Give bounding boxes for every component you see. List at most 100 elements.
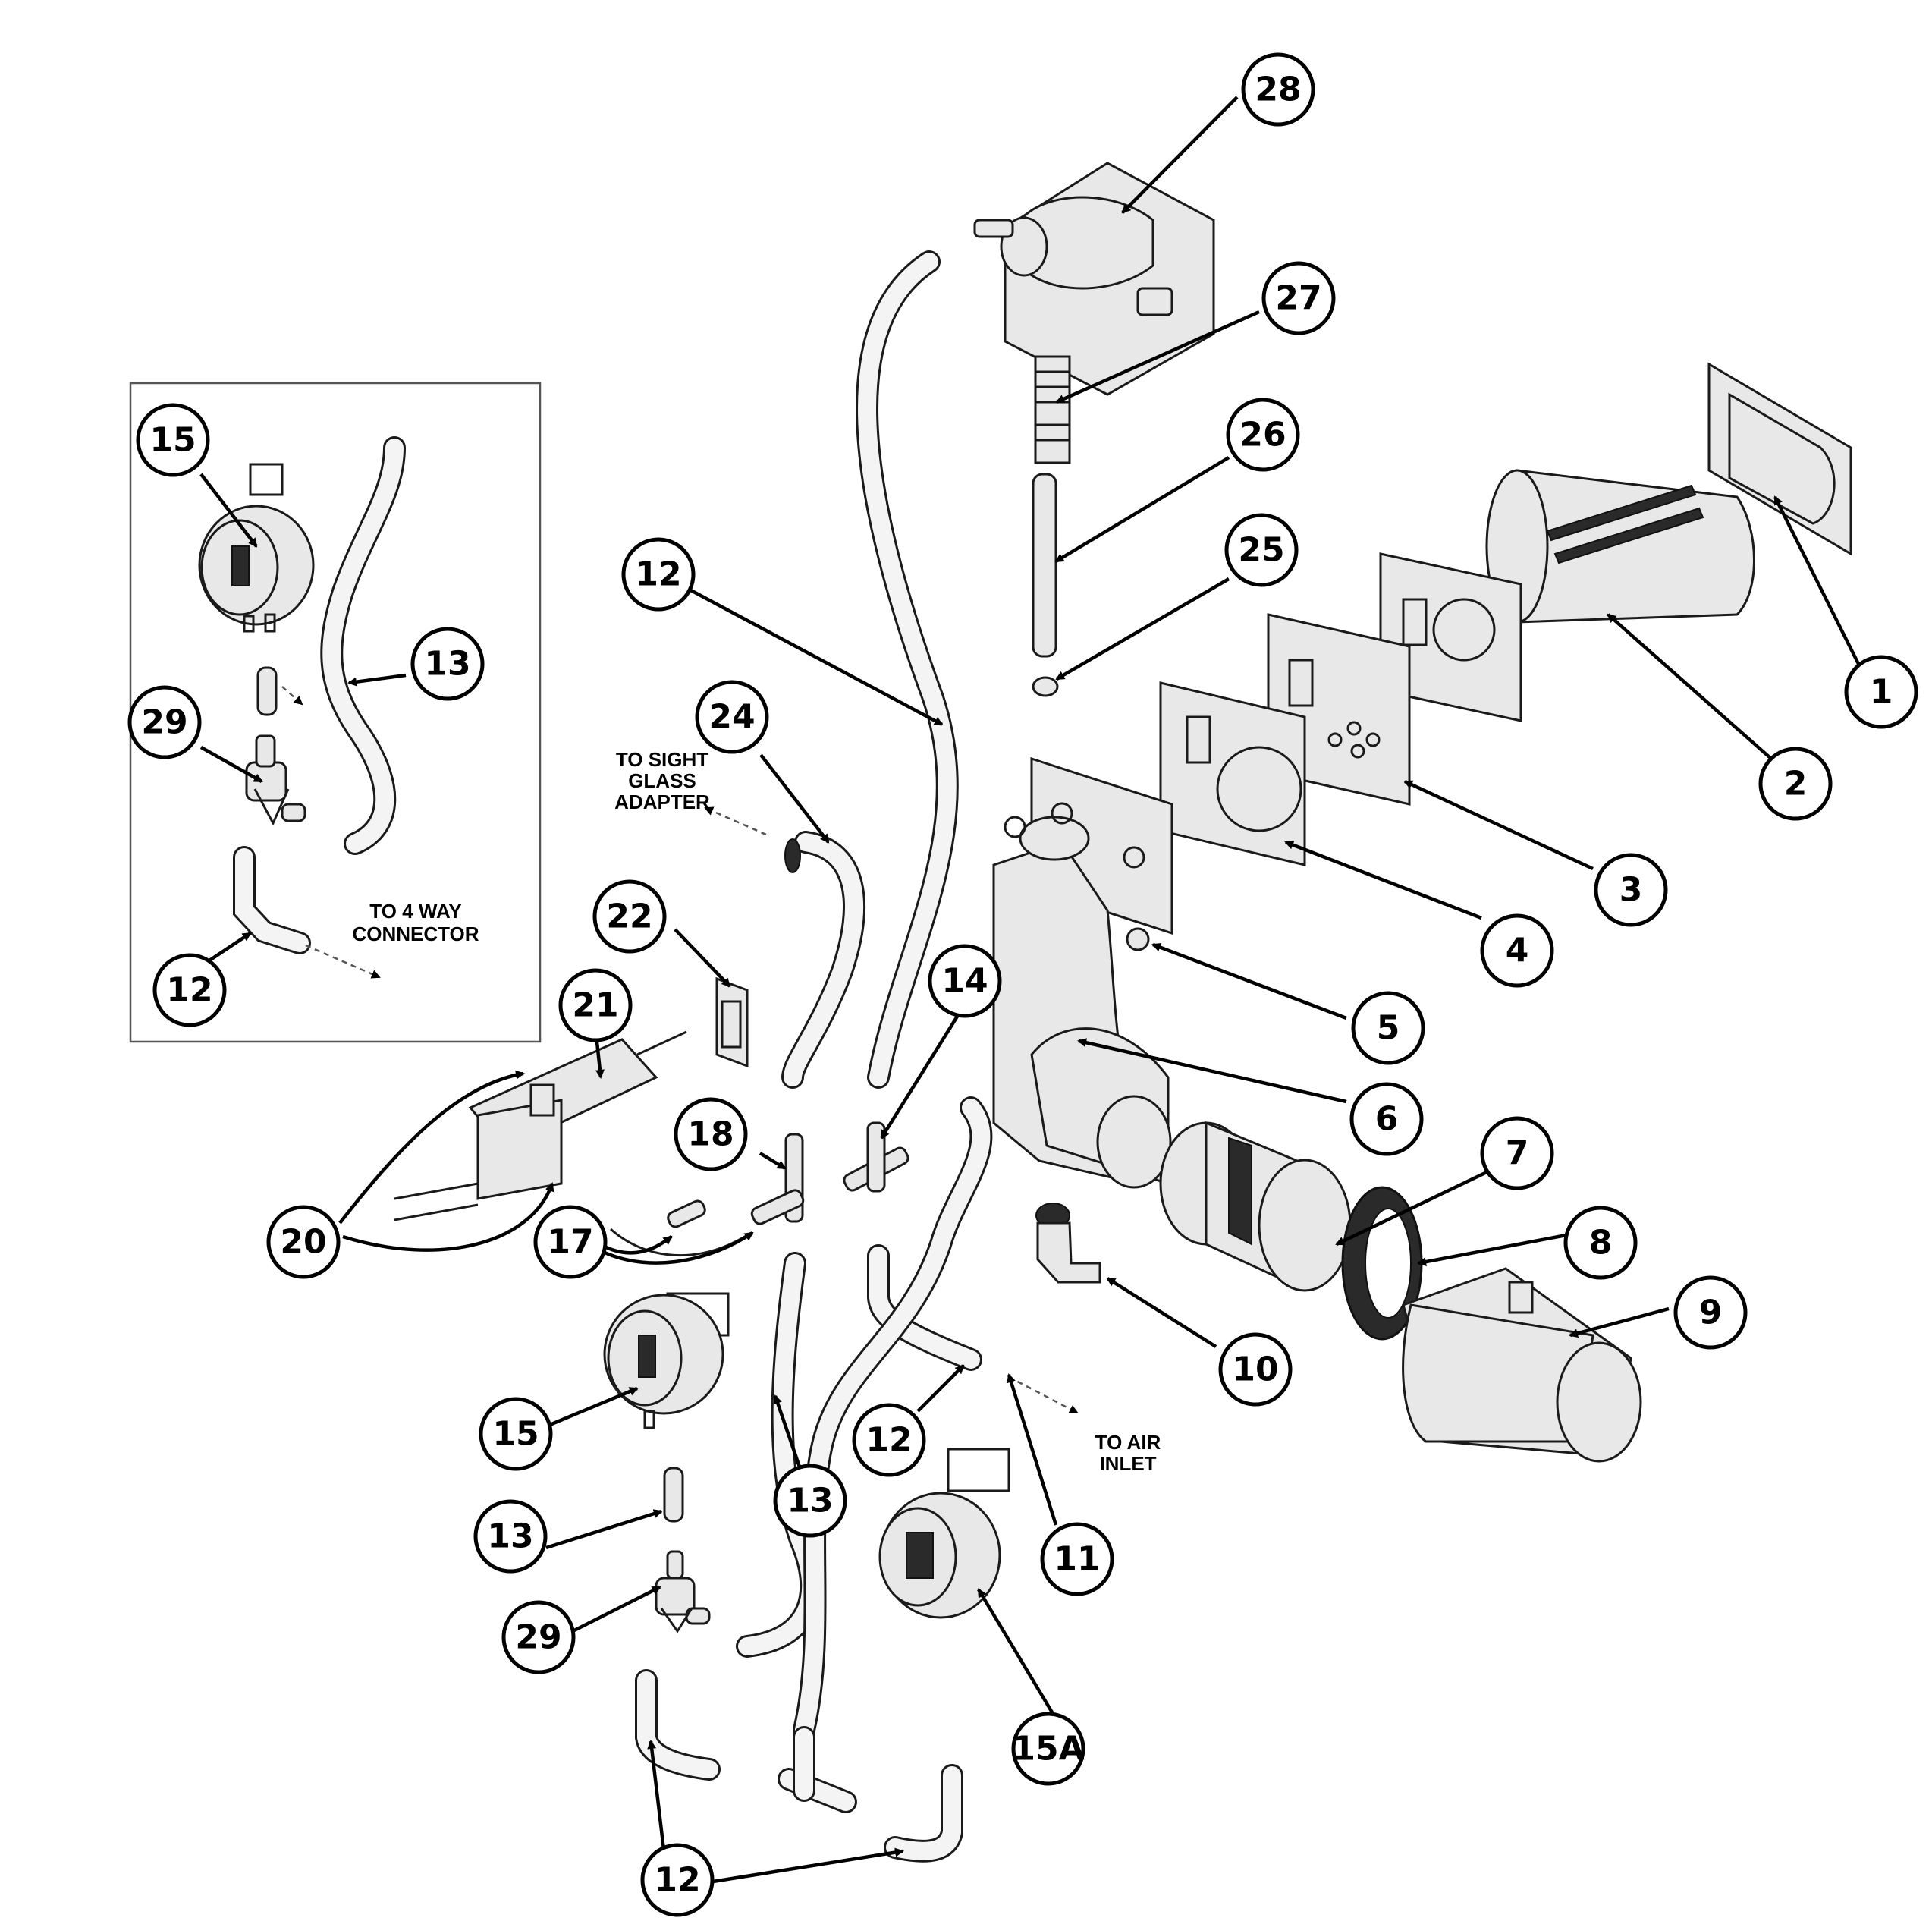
part-15a-pressure-switch: [878, 1448, 1010, 1619]
svg-text:12: 12: [635, 555, 681, 594]
callout-4: 4: [1480, 913, 1554, 988]
part-4-gasket: [1159, 681, 1306, 866]
callout-1: 1: [1844, 655, 1918, 729]
svg-text:13: 13: [487, 1517, 533, 1556]
svg-text:15: 15: [149, 421, 196, 460]
svg-text:12: 12: [865, 1421, 912, 1460]
callout-13-low: 13: [473, 1499, 548, 1574]
part-13-lower-tube: [663, 1467, 684, 1523]
callout-25: 25: [1224, 513, 1299, 587]
callout-29-low: 29: [501, 1600, 576, 1674]
note-air-inlet: TO AIR INLET: [1095, 1431, 1161, 1475]
callout-20: 20: [266, 1205, 341, 1279]
svg-text:27: 27: [1275, 279, 1321, 318]
part-28-valve: [973, 162, 1215, 396]
part-10-elbow: [1035, 1203, 1101, 1284]
callout-24: 24: [695, 680, 769, 754]
inset-pressure-switch: [198, 463, 315, 633]
part-6-housing: [992, 756, 1173, 1189]
part-18-fitting: [750, 1133, 805, 1225]
svg-text:26: 26: [1239, 416, 1286, 454]
callout-2: 2: [1758, 747, 1833, 821]
callout-17: 17: [533, 1205, 608, 1279]
callout-13-inset: 13: [410, 627, 485, 701]
callout-3: 3: [1594, 853, 1668, 927]
callout-26: 26: [1226, 398, 1300, 472]
part-5-nut: [1126, 927, 1150, 951]
part-8-screen-ring: [1341, 1186, 1423, 1341]
part-26-tube: [1032, 473, 1057, 658]
svg-text:12: 12: [654, 1861, 700, 1900]
callout-14: 14: [928, 944, 1002, 1018]
svg-text:12: 12: [166, 971, 212, 1010]
callout-28: 28: [1241, 52, 1315, 127]
part-9-tube: [1402, 1267, 1642, 1463]
callout-11: 11: [1040, 1522, 1114, 1596]
svg-text:10: 10: [1232, 1350, 1278, 1389]
callout-7: 7: [1480, 1116, 1554, 1190]
callout-8: 8: [1563, 1206, 1638, 1280]
svg-text:ADAPTER: ADAPTER: [614, 791, 710, 813]
part-12-lower-tee: [778, 1726, 857, 1813]
callout-15a: 15A: [1011, 1712, 1085, 1786]
svg-text:28: 28: [1255, 71, 1301, 109]
note-sight-glass: TO SIGHT GLASS ADAPTER: [614, 748, 710, 813]
callout-6: 6: [1349, 1082, 1424, 1156]
svg-text:29: 29: [515, 1618, 561, 1657]
svg-text:TO AIR: TO AIR: [1095, 1431, 1161, 1454]
svg-text:3: 3: [1619, 871, 1643, 910]
part-14-cross: [843, 1121, 909, 1193]
svg-text:5: 5: [1377, 1009, 1400, 1048]
svg-text:17: 17: [547, 1223, 593, 1262]
callout-12-top: 12: [621, 537, 696, 612]
part-21-igniter: [394, 1030, 687, 1221]
svg-text:8: 8: [1589, 1224, 1613, 1262]
svg-text:13: 13: [787, 1482, 833, 1520]
callout-22: 22: [592, 879, 667, 954]
callout-12-mid: 12: [852, 1403, 926, 1477]
svg-text:15: 15: [492, 1415, 539, 1454]
svg-text:11: 11: [1054, 1540, 1100, 1579]
svg-text:TO 4 WAY: TO 4 WAY: [369, 900, 461, 923]
callout-21: 21: [558, 968, 633, 1042]
svg-text:9: 9: [1699, 1294, 1723, 1332]
svg-text:15A: 15A: [1012, 1730, 1084, 1769]
svg-text:18: 18: [687, 1115, 734, 1154]
part-29-lower-tee: [655, 1550, 711, 1633]
svg-text:6: 6: [1375, 1100, 1399, 1139]
callout-13-mid: 13: [773, 1464, 847, 1538]
svg-text:2: 2: [1784, 765, 1808, 803]
svg-text:29: 29: [141, 703, 187, 742]
callout-18: 18: [674, 1097, 748, 1171]
part-2-burner-tube: [1485, 469, 1755, 624]
svg-text:GLASS: GLASS: [628, 769, 696, 792]
svg-text:21: 21: [572, 986, 618, 1025]
part-27-nipple: [1034, 355, 1071, 464]
callout-15-low: 15: [479, 1397, 553, 1471]
svg-text:20: 20: [280, 1223, 326, 1262]
callout-9: 9: [1673, 1275, 1748, 1350]
svg-text:INLET: INLET: [1099, 1452, 1156, 1475]
inset-tee-fitting: [245, 666, 306, 826]
part-25-washer: [1032, 676, 1059, 697]
part-7-coupling: [1159, 1121, 1352, 1292]
svg-text:13: 13: [424, 645, 470, 684]
svg-text:22: 22: [606, 898, 652, 936]
callout-10: 10: [1218, 1332, 1293, 1407]
lower-pressure-switch: [603, 1292, 730, 1429]
svg-text:25: 25: [1238, 531, 1284, 570]
svg-text:CONNECTOR: CONNECTOR: [352, 923, 479, 945]
callout-12-bottom: 12: [640, 1843, 715, 1917]
part-3-plate: [1379, 552, 1522, 722]
svg-text:14: 14: [941, 962, 988, 1001]
svg-text:TO SIGHT: TO SIGHT: [616, 748, 708, 771]
callout-12-inset: 12: [152, 953, 227, 1027]
callout-29-inset: 29: [127, 685, 202, 759]
callout-15-inset: 15: [136, 403, 210, 477]
callout-5: 5: [1351, 991, 1425, 1065]
part-1-gasket: [1707, 362, 1852, 556]
svg-text:1: 1: [1870, 673, 1893, 712]
callout-27: 27: [1261, 261, 1336, 335]
svg-text:4: 4: [1506, 932, 1529, 970]
